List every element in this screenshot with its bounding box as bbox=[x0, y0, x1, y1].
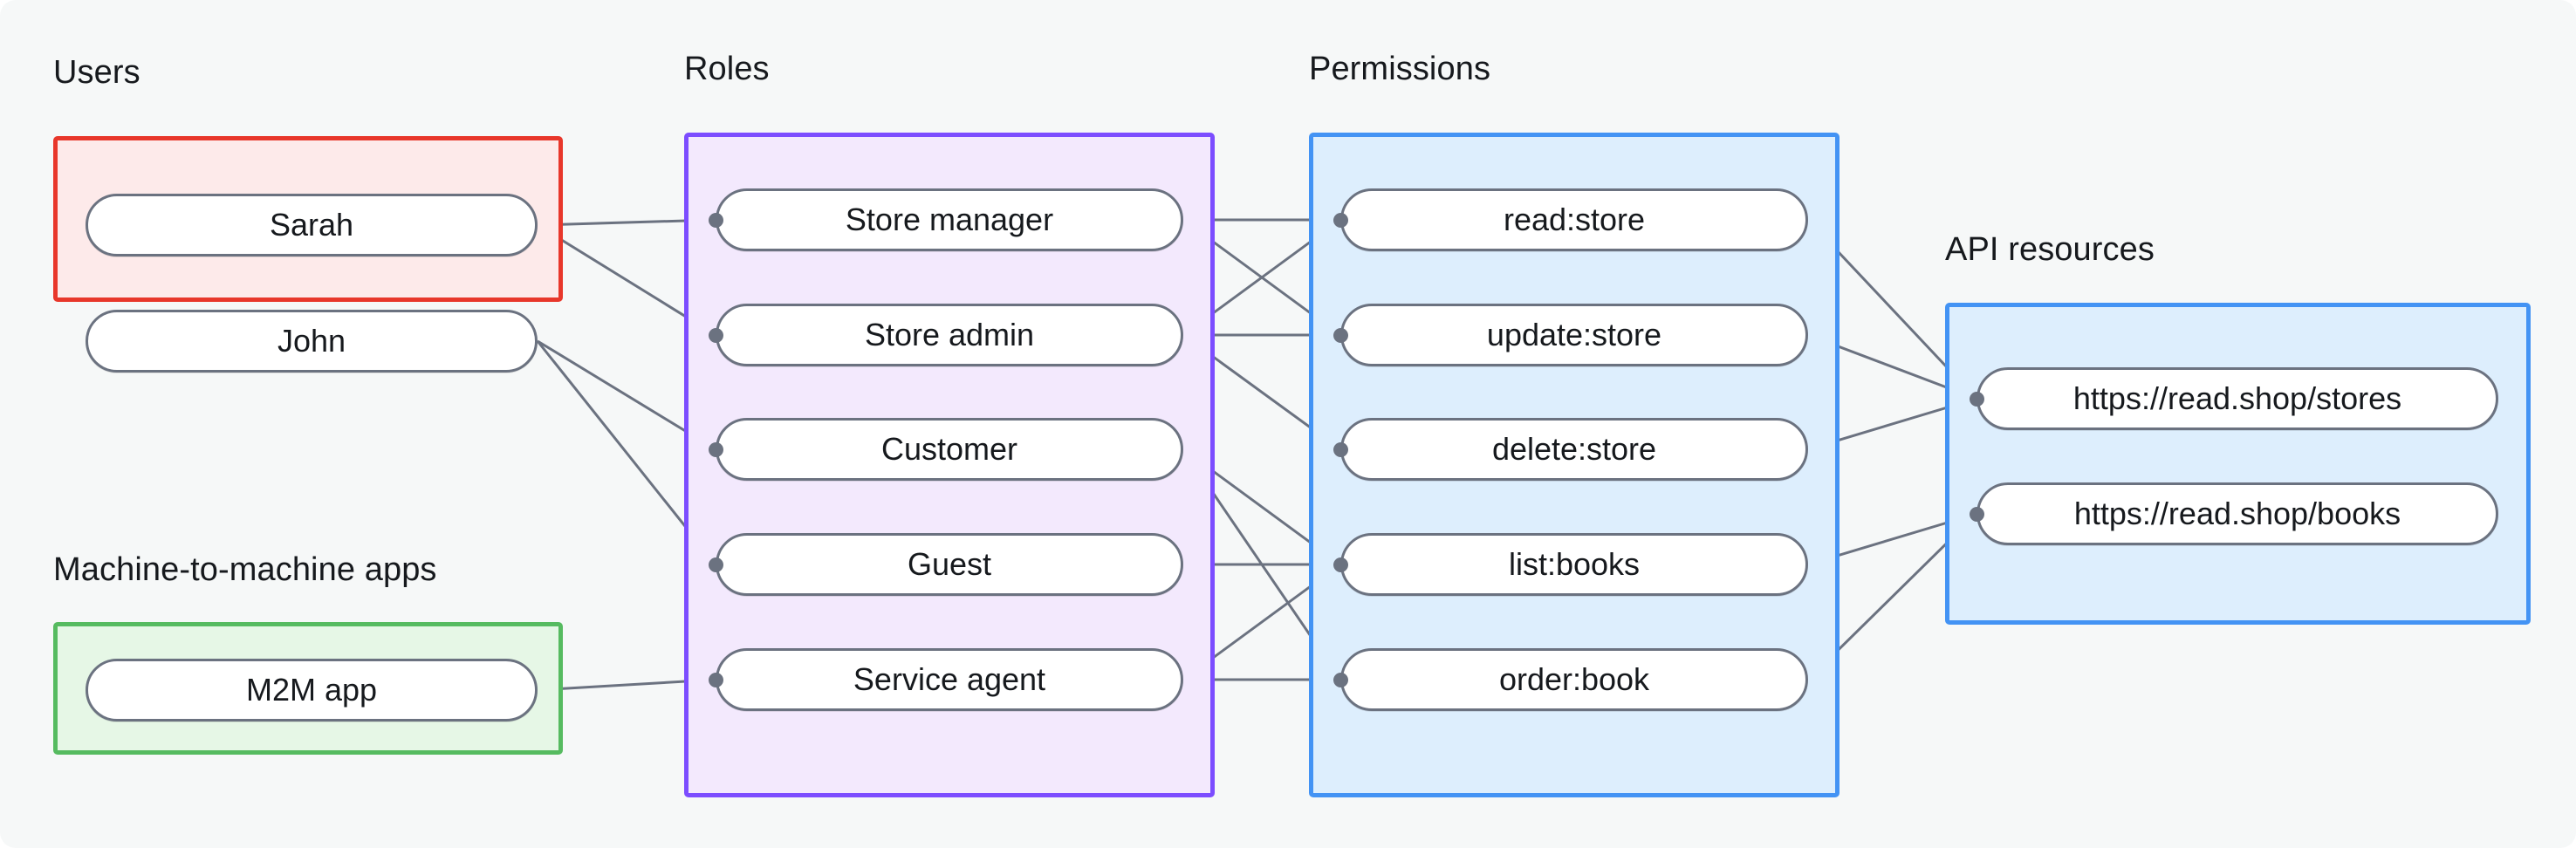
node-customer[interactable]: Customer bbox=[716, 418, 1183, 481]
connector-dot-customer bbox=[708, 441, 723, 457]
connector-dot-update_store bbox=[1333, 327, 1348, 343]
node-service-agent[interactable]: Service agent bbox=[716, 648, 1183, 711]
group-title-users: Users bbox=[53, 54, 140, 91]
node-delete-store[interactable]: delete:store bbox=[1340, 418, 1808, 481]
node-john[interactable]: John bbox=[86, 310, 538, 373]
node-read-store[interactable]: read:store bbox=[1340, 188, 1808, 251]
node-store-manager[interactable]: Store manager bbox=[716, 188, 1183, 251]
connector-dot-read_store bbox=[1333, 212, 1348, 228]
connector-dot-store_admin bbox=[708, 327, 723, 343]
node-order-book[interactable]: order:book bbox=[1340, 648, 1808, 711]
node-list-books[interactable]: list:books bbox=[1340, 533, 1808, 596]
connector-dot-delete_store bbox=[1333, 441, 1348, 457]
node-update-store[interactable]: update:store bbox=[1340, 304, 1808, 366]
connector-dot-order_book bbox=[1333, 672, 1348, 687]
group-title-m2m: Machine-to-machine apps bbox=[53, 551, 437, 588]
group-title-roles: Roles bbox=[684, 51, 770, 87]
node-sarah[interactable]: Sarah bbox=[86, 194, 538, 256]
connector-dot-store_manager bbox=[708, 212, 723, 228]
group-box-api-resources bbox=[1945, 303, 2531, 625]
node-store-admin[interactable]: Store admin bbox=[716, 304, 1183, 366]
node-m2m-app[interactable]: M2M app bbox=[86, 659, 538, 721]
connector-dot-list_books bbox=[1333, 557, 1348, 572]
connector-dot-service_agent bbox=[708, 672, 723, 687]
connector-dot-res_books bbox=[1969, 506, 1984, 522]
node-api-resource-stores[interactable]: https://read.shop/stores bbox=[1977, 367, 2498, 430]
node-api-resource-books[interactable]: https://read.shop/books bbox=[1977, 482, 2498, 545]
group-title-api-resources: API resources bbox=[1945, 231, 2155, 268]
connector-dot-res_stores bbox=[1969, 391, 1984, 407]
node-guest[interactable]: Guest bbox=[716, 533, 1183, 596]
group-title-permissions: Permissions bbox=[1309, 51, 1491, 87]
connector-dot-guest bbox=[708, 557, 723, 572]
